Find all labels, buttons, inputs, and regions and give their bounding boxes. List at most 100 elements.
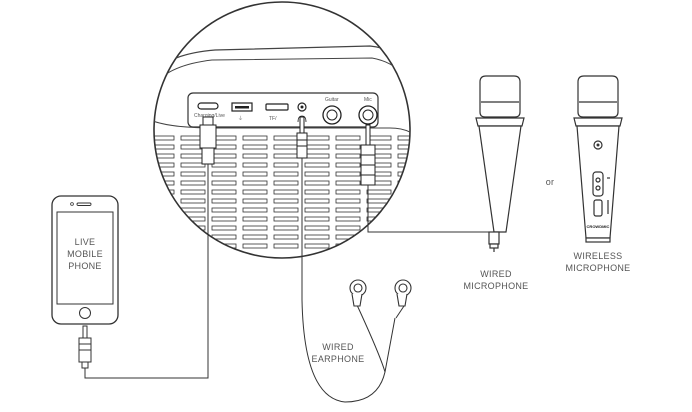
grille-slot [211, 216, 237, 222]
grille-slot [304, 243, 330, 249]
grille-slot [304, 234, 330, 240]
or-label: or [546, 177, 555, 187]
volume-slider [593, 199, 603, 217]
grille-slot [366, 189, 392, 195]
usb-plug [199, 116, 217, 165]
svg-text:⏚: ⏚ [238, 115, 243, 122]
grille-slot [154, 135, 175, 141]
mode-switch [592, 171, 604, 197]
mobile-phone: LIVE MOBILE PHONE [51, 195, 119, 325]
grille-slot [154, 198, 175, 204]
grille-slot [154, 207, 175, 213]
grille-slot [335, 171, 361, 177]
grille-slot [211, 234, 237, 240]
grille-slot [242, 153, 268, 159]
grille-slot [304, 171, 330, 177]
grille-slot [180, 243, 206, 249]
grille-slot [335, 225, 361, 231]
grille-slot [397, 144, 410, 150]
grille-slot [304, 225, 330, 231]
grille-slot [335, 216, 361, 222]
grille-slot [211, 225, 237, 231]
grille-slot [366, 225, 392, 231]
earbud-right [394, 279, 412, 307]
mic-port-label: Mic [364, 97, 372, 103]
charging-port-label: Charging/Live [194, 113, 225, 119]
grille-slot [154, 162, 175, 168]
grille-slot [273, 180, 299, 186]
grille-slot [335, 153, 361, 159]
home-button [79, 307, 91, 319]
tf-card-slot: TF/ [265, 103, 289, 122]
grille-slot [397, 234, 410, 240]
earbud-left [349, 279, 367, 307]
grille-slot [242, 207, 268, 213]
grille-slot [304, 189, 330, 195]
grille-slot [154, 153, 175, 159]
grille-slot [211, 207, 237, 213]
grille-slot [242, 180, 268, 186]
earphone-label-line1: WIRED [322, 342, 354, 352]
grille-slot [273, 234, 299, 240]
grille-slot [180, 189, 206, 195]
grille-slot [273, 243, 299, 249]
speaker-closeup: Charging/Live ⏚ TF/ Guitar Mic [153, 1, 411, 259]
grille-slot [273, 198, 299, 204]
grille-slot [180, 180, 206, 186]
grille-slot [154, 144, 175, 150]
grille-slot [397, 207, 410, 213]
grille-slot [397, 162, 410, 168]
grille-slot [211, 180, 237, 186]
grille-slot [211, 162, 237, 168]
grille-slot [273, 207, 299, 213]
grille-slot [397, 135, 410, 141]
grille-slot [366, 243, 392, 249]
usb-a-port: ⏚ [231, 102, 253, 122]
grille-slot [211, 189, 237, 195]
tf-slot-label: TF/ [269, 116, 277, 122]
grille-slot [154, 216, 175, 222]
grille-slot [335, 135, 361, 141]
grille-slot [335, 198, 361, 204]
wireless-mic-label-line1: WIRELESS [574, 251, 623, 261]
grille-slot [397, 243, 410, 249]
grille-slot [273, 225, 299, 231]
wired-mic-label-line2: MICROPHONE [463, 281, 528, 291]
grille-slot [180, 162, 206, 168]
grille-slot [242, 162, 268, 168]
grille-slot [242, 144, 268, 150]
grille-slot [273, 216, 299, 222]
grille-slot [304, 216, 330, 222]
guitar-port-label: Guitar [325, 97, 339, 103]
phone-label-line2: MOBILE [67, 249, 103, 259]
mic-plug [360, 124, 376, 186]
grille-slot [211, 171, 237, 177]
grille-slot [304, 198, 330, 204]
earphone-cable [301, 158, 396, 403]
grille-slot [304, 180, 330, 186]
grille-slot [335, 162, 361, 168]
grille-slot [273, 171, 299, 177]
guitar-jack: Guitar [322, 97, 342, 125]
wired-mic-label-line1: WIRED [480, 269, 512, 279]
wired-microphone [475, 75, 525, 252]
grille-slot [397, 180, 410, 186]
headphone-icon [297, 115, 307, 123]
grille-slot [242, 243, 268, 249]
earphone-label-line2: EARPHONE [312, 354, 365, 364]
grille-slot [242, 216, 268, 222]
grille-slot [397, 198, 410, 204]
mic-jack: Mic [358, 97, 378, 125]
grille-slot [397, 189, 410, 195]
grille-slot [304, 162, 330, 168]
grille-slot [397, 153, 410, 159]
grille-slot [154, 225, 175, 231]
wireless-microphone [573, 75, 623, 243]
grille-slot [242, 225, 268, 231]
grille-slot [154, 243, 175, 249]
phone-label-line1: LIVE [75, 237, 96, 247]
phone-cable [84, 164, 209, 379]
grille-slot [180, 198, 206, 204]
aux-plug [78, 325, 92, 369]
